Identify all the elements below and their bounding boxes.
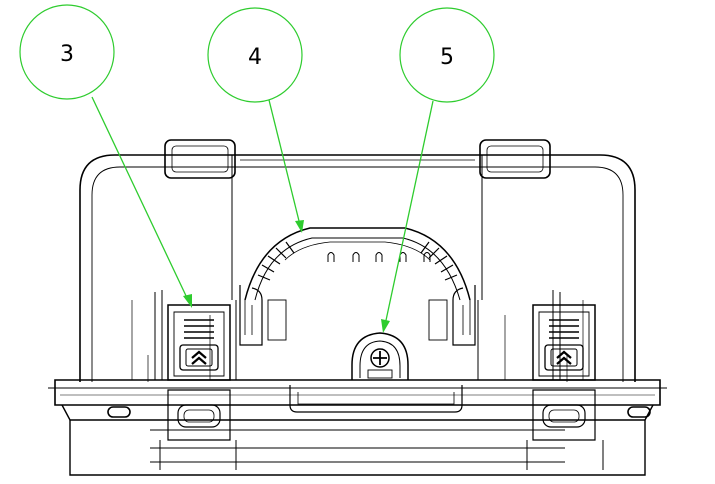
chevron-up-icon <box>556 350 572 365</box>
callout-4: 4 <box>207 7 304 233</box>
callout-3-circle <box>19 4 115 100</box>
callout-5: 5 <box>381 7 495 333</box>
callout-5-circle <box>399 7 495 103</box>
callout-4-label: 4 <box>248 45 262 70</box>
callout-3: 3 <box>19 4 192 308</box>
latch-left <box>154 290 237 470</box>
callout-4-leader <box>268 99 301 226</box>
callout-5-label: 5 <box>440 45 454 70</box>
callout-3-label: 3 <box>60 42 74 67</box>
callout-4-arrowhead <box>295 220 304 233</box>
carry-handle <box>239 227 476 346</box>
pressure-valve-icon <box>351 332 409 380</box>
callout-5-leader <box>384 100 434 326</box>
callout-4-circle <box>207 7 303 103</box>
chevron-up-icon <box>191 350 207 365</box>
callout-3-arrowhead <box>183 294 192 308</box>
case-body <box>48 139 667 476</box>
callout-5-arrowhead <box>381 319 390 333</box>
latch-right <box>526 290 604 470</box>
callout-3-leader <box>91 96 189 301</box>
